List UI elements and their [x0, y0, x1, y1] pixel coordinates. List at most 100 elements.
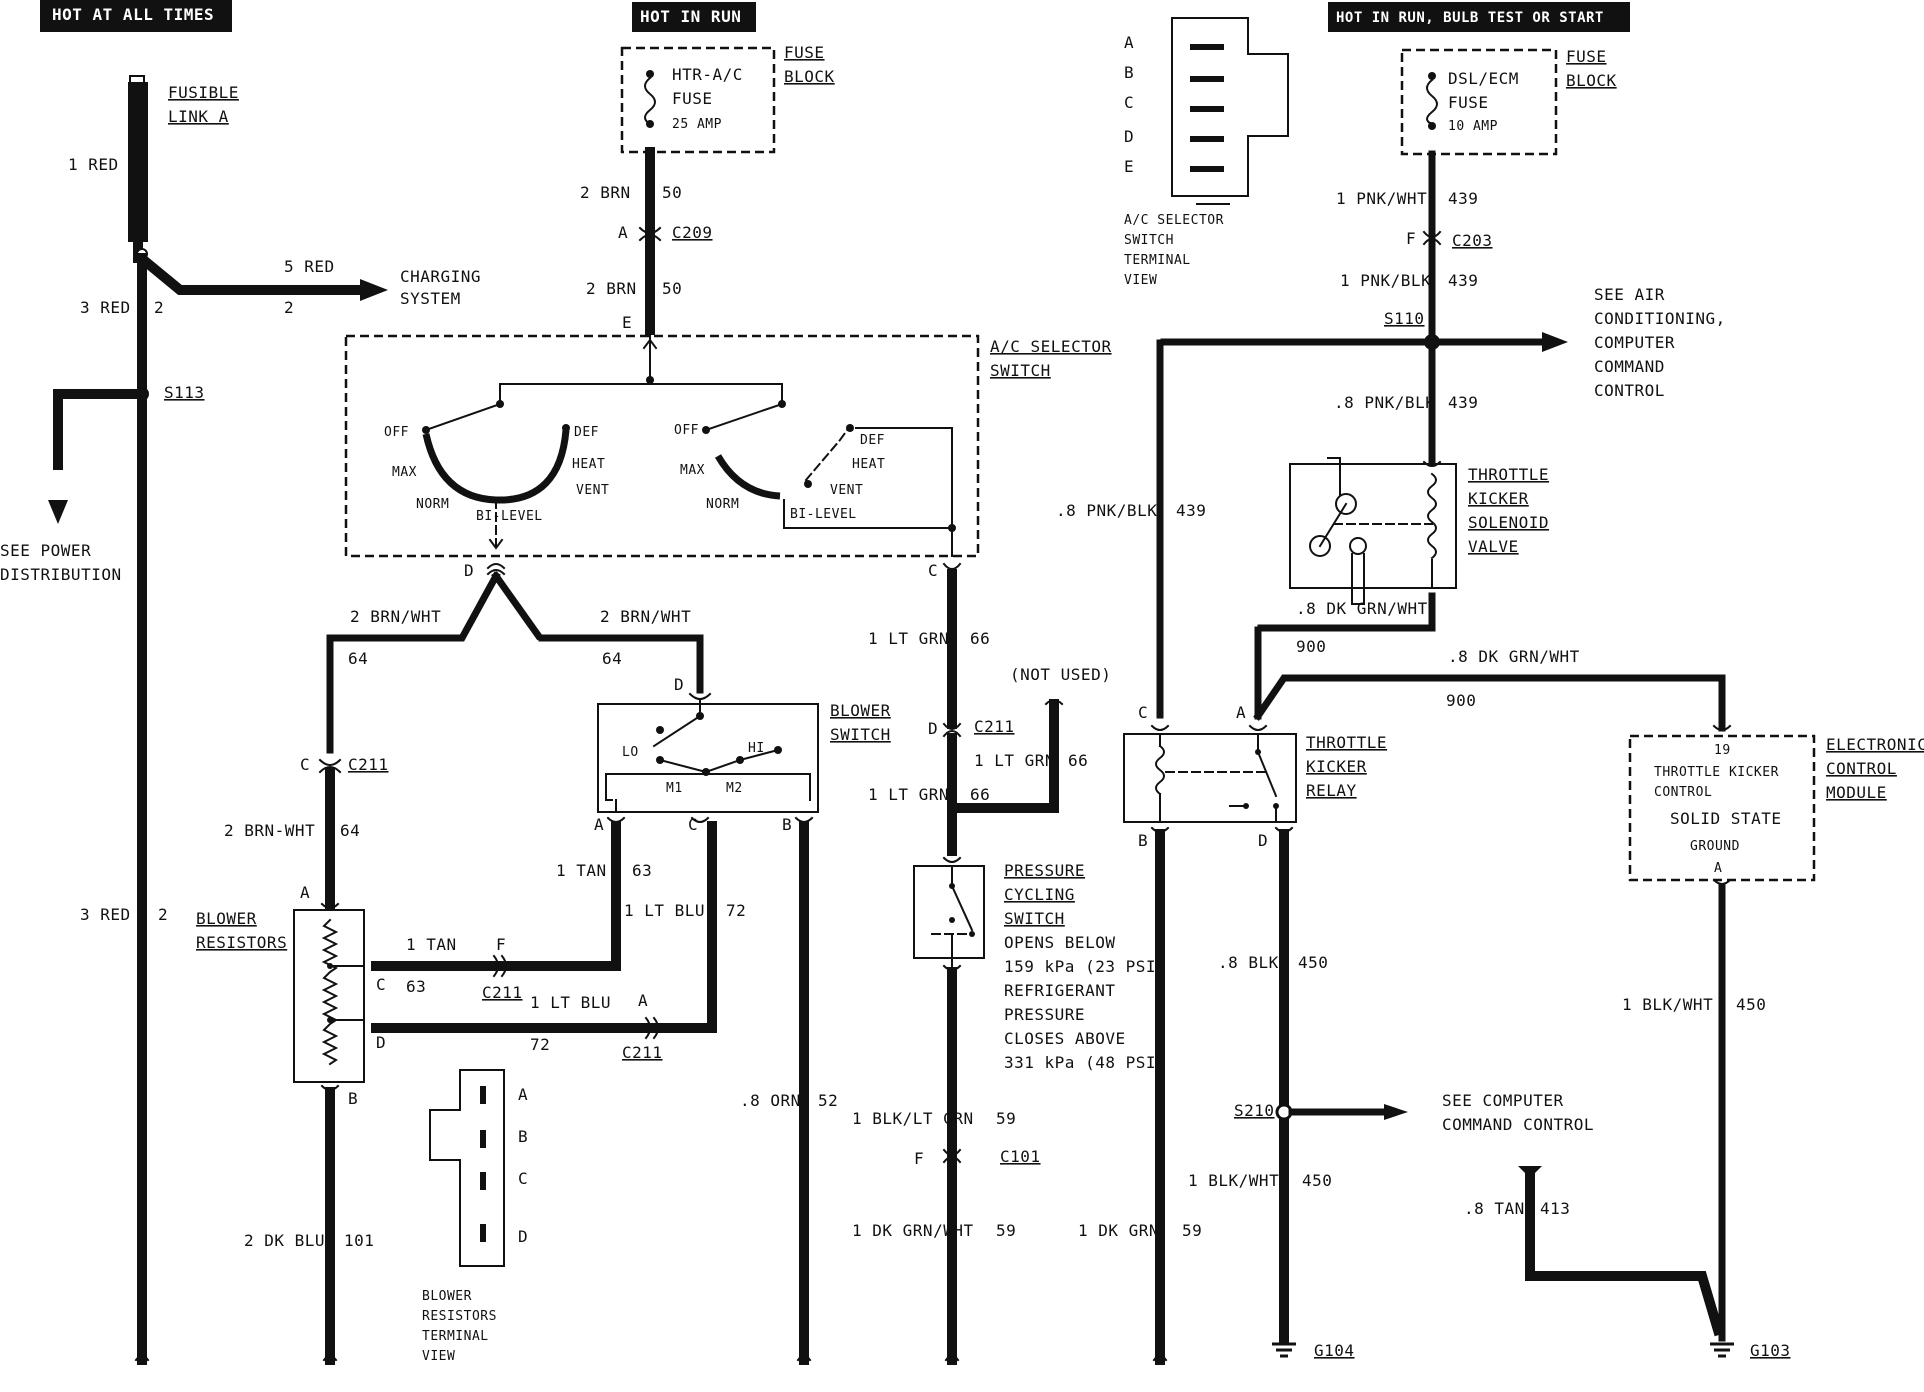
blower-resistors-box [293, 909, 365, 1083]
ground-g103-label: G103 [1750, 1341, 1791, 1360]
circuit-64-a: 64 [348, 649, 368, 668]
fuse-block-left: HTR-A/C FUSE 25 AMP [620, 46, 776, 154]
wire-label-5red: 5 RED [284, 257, 335, 276]
pin-c-resistors: C [376, 975, 386, 994]
throttle-kicker-solenoid-box [1289, 463, 1457, 589]
blower-resistor-elements [320, 902, 365, 1091]
circuit-50-b: 50 [662, 279, 682, 298]
wire-8dkgrnwht-b [1253, 674, 1726, 732]
ac-selector-switch-box [344, 334, 980, 558]
arrow-to-charging [360, 279, 388, 301]
circuit-900-b: 900 [1446, 691, 1476, 710]
wire-2brnwht-left [326, 571, 501, 754]
pin-c-relay: C [1138, 703, 1148, 722]
circuit-59-b: 59 [996, 1221, 1016, 1240]
wire-8orn-break [796, 1355, 812, 1362]
wire-label-2brnwht-low: 2 BRN-WHT [224, 821, 315, 840]
fuse-block-left-label-1: FUSE [784, 43, 825, 62]
blower-switch-label-2: SWITCH [830, 725, 891, 744]
ecm-label-3: MODULE [1826, 783, 1887, 802]
blower-resistors-label-1: BLOWER [196, 909, 257, 928]
pressure-cycling-switch-internal [931, 856, 975, 971]
splice-s110-label: S110 [1384, 309, 1425, 328]
fuse-right-word: FUSE [1448, 93, 1489, 112]
tks-label-4: VALVE [1468, 537, 1519, 556]
pin-c-blower-switch: C [688, 815, 698, 834]
ground-g104-label: G104 [1314, 1341, 1355, 1360]
wire-label-2brnwht-left: 2 BRN/WHT [350, 607, 441, 626]
circuit-439-b: 439 [1448, 271, 1478, 290]
circuit-63-a: 63 [632, 861, 652, 880]
connector-c211-a [644, 1016, 659, 1040]
tks-label-1: THROTTLE [1468, 465, 1549, 484]
wire-label-3red-low: 3 RED [80, 905, 131, 924]
svg-text:HOT IN RUN: HOT IN RUN [640, 7, 741, 26]
acsel-heat-1: HEAT [572, 457, 605, 472]
wire-2dkblu-break [322, 1355, 338, 1362]
acsel-max-1: MAX [392, 465, 417, 480]
acsw-view-pin-d: D [1124, 127, 1134, 146]
wire-label-8pnkblk-a: .8 PNK/BLK [1334, 393, 1435, 412]
wire-label-8orn: .8 ORN [740, 1091, 801, 1110]
wire-to-power-distribution [53, 389, 143, 475]
see-ac-label-5: CONTROL [1594, 381, 1665, 400]
circuit-2-low: 2 [158, 905, 168, 924]
blower-lo: LO [622, 745, 639, 760]
wire-label-3red-top: 3 RED [80, 298, 131, 317]
circuit-64-b: 64 [602, 649, 622, 668]
pin-f-c101: F [914, 1149, 924, 1168]
pin-a-resistors: A [300, 883, 310, 902]
see-ac-label-1: SEE AIR [1594, 285, 1665, 304]
circuit-66-a: 66 [970, 629, 990, 648]
wire-8tan-end [1518, 1166, 1542, 1178]
wire-label-1ltblu-b: 1 LT BLU [530, 993, 611, 1012]
circuit-59-c: 59 [1182, 1221, 1202, 1240]
see-ac-label-2: CONDITIONING, [1594, 309, 1726, 328]
pin-e-top: E [622, 313, 632, 332]
acsel-vent-2: VENT [830, 483, 863, 498]
ecm-ground: GROUND [1690, 839, 1740, 854]
acsw-view-pin-a: A [1124, 33, 1134, 52]
svg-text:HOT AT ALL TIMES: HOT AT ALL TIMES [52, 5, 214, 24]
acsel-def-1: DEF [574, 425, 599, 440]
see-ac-label-3: COMPUTER [1594, 333, 1675, 352]
wire-label-2brn-1: 2 BRN [580, 183, 631, 202]
wire-label-8pnkblk-b: .8 PNK/BLK [1056, 501, 1157, 520]
ecm-solid-state: SOLID STATE [1670, 809, 1781, 828]
header-hot-at-all-times: HOT AT ALL TIMES [40, 0, 232, 32]
circuit-63-b: 63 [406, 977, 426, 996]
header-hot-in-run: HOT IN RUN [632, 2, 756, 32]
see-ccc-label-2: COMMAND CONTROL [1442, 1115, 1594, 1134]
circuit-439-a: 439 [1448, 189, 1478, 208]
pcs-label-1: PRESSURE [1004, 861, 1085, 880]
ecm-pin-a-connector [1712, 878, 1732, 885]
see-ccc-label-1: SEE COMPUTER [1442, 1091, 1564, 1110]
ground-g103 [1710, 1342, 1734, 1358]
connector-c211-b-label: C211 [482, 983, 523, 1002]
acsw-view-label-1: A/C SELECTOR [1124, 213, 1224, 228]
ecm-tkc-2: CONTROL [1654, 785, 1712, 800]
wire-label-1ltgrn-a: 1 LT GRN [868, 629, 949, 648]
circuit-101: 101 [344, 1231, 374, 1250]
pcs-label-7: PRESSURE [1004, 1005, 1085, 1024]
pcs-label-5: 159 kPa (23 PSI) [1004, 957, 1166, 976]
connector-acsel-c [942, 562, 962, 570]
pin-d-resistors: D [376, 1033, 386, 1052]
pin-d-c211: D [928, 719, 938, 738]
circuit-900-a: 900 [1296, 637, 1326, 656]
wire-1ltgrn-b [947, 699, 1059, 856]
circuit-66-c: 66 [970, 785, 990, 804]
res-view-pin-b: B [518, 1127, 528, 1146]
pin-b-resistors: B [348, 1089, 358, 1108]
pin-f-c203: F [1406, 229, 1416, 248]
fuse-left-name: HTR-A/C [672, 65, 743, 84]
pin-f-c211: F [496, 935, 506, 954]
res-view-pin-d: D [518, 1227, 528, 1246]
wire-label-1tan-a: 1 TAN [556, 861, 607, 880]
res-view-label-1: BLOWER [422, 1289, 472, 1304]
pcs-label-2: CYCLING [1004, 885, 1075, 904]
connector-c211-d [942, 722, 962, 738]
tkr-label-1: THROTTLE [1306, 733, 1387, 752]
connector-c211-d-label: C211 [974, 717, 1015, 736]
